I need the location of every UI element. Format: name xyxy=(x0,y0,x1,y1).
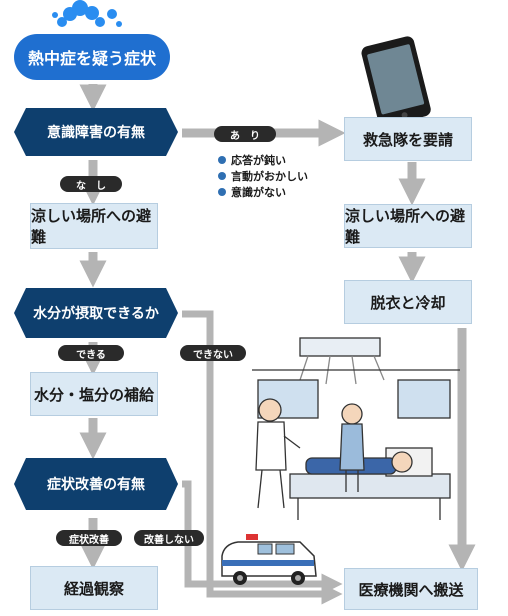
ambulance-icon xyxy=(221,534,317,585)
node-consciousness-disorder: 意識障害の有無 xyxy=(14,108,178,156)
node-cool-place-left-label: 涼しい場所への避難 xyxy=(31,207,152,246)
node-hydrate-label: 水分・塩分の補給 xyxy=(33,385,154,404)
smartphone-icon xyxy=(361,36,431,127)
node-transport-label: 医療機関へ搬送 xyxy=(358,580,464,599)
node-observe: 経過観察 xyxy=(30,566,158,610)
node-cool-place-right-label: 涼しい場所への避難 xyxy=(345,207,466,246)
node-transport-hospital: 医療機関へ搬送 xyxy=(344,568,478,610)
node-consciousness-label: 意識障害の有無 xyxy=(47,125,145,141)
label-no: な し xyxy=(60,176,122,192)
symptom-item: 応答が鈍い xyxy=(218,152,308,168)
node-can-drink-label: 水分が摂取できるか xyxy=(33,306,159,322)
node-improvement-label: 症状改善の有無 xyxy=(47,477,145,493)
node-symptom-improvement: 症状改善の有無 xyxy=(14,458,178,510)
label-not-improved: 改善しない xyxy=(134,530,204,546)
node-undress-cool-label: 脱衣と冷却 xyxy=(370,293,446,312)
label-cannot: できない xyxy=(180,345,246,361)
label-can: できる xyxy=(58,345,124,361)
symptom-list: 応答が鈍い 言動がおかしい 意識がない xyxy=(218,152,308,200)
node-can-drink: 水分が摂取できるか xyxy=(14,288,178,338)
symptom-item: 意識がない xyxy=(218,184,308,200)
arrow-cannot-to-transport xyxy=(182,310,343,605)
node-undress-cool: 脱衣と冷却 xyxy=(344,280,472,324)
label-improved: 症状改善 xyxy=(56,530,122,546)
node-cool-place-right: 涼しい場所への避難 xyxy=(344,204,472,248)
node-observe-label: 経過観察 xyxy=(63,579,124,598)
bullet-dot-icon xyxy=(218,156,226,164)
symptom-item: 言動がおかしい xyxy=(218,168,308,184)
flowchart-title: 熱中症を疑う症状 xyxy=(14,34,170,80)
bullet-dot-icon xyxy=(218,188,226,196)
cooling-scene-illustration xyxy=(252,337,460,520)
steam-cloud-icon xyxy=(52,0,122,27)
node-call-ambulance-label: 救急隊を要請 xyxy=(362,130,453,149)
node-call-ambulance: 救急隊を要請 xyxy=(344,117,472,161)
label-yes: あ り xyxy=(214,126,276,142)
bullet-dot-icon xyxy=(218,172,226,180)
title-text: 熱中症を疑う症状 xyxy=(27,49,156,68)
node-cool-place-left: 涼しい場所への避難 xyxy=(30,203,158,249)
node-hydrate: 水分・塩分の補給 xyxy=(30,372,158,416)
